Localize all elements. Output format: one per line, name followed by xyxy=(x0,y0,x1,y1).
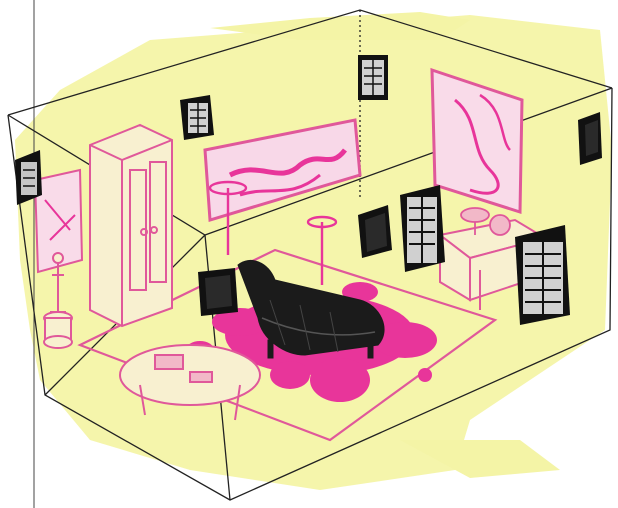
right-wall-surround-speaker xyxy=(578,112,602,165)
rear-left-surround-speaker xyxy=(180,95,214,140)
subwoofer xyxy=(198,268,238,316)
front-right-floor-speaker xyxy=(515,225,570,325)
front-left-floor-speaker xyxy=(400,185,445,272)
wardrobe xyxy=(90,125,172,326)
rear-center-surround-speaker xyxy=(358,55,388,100)
